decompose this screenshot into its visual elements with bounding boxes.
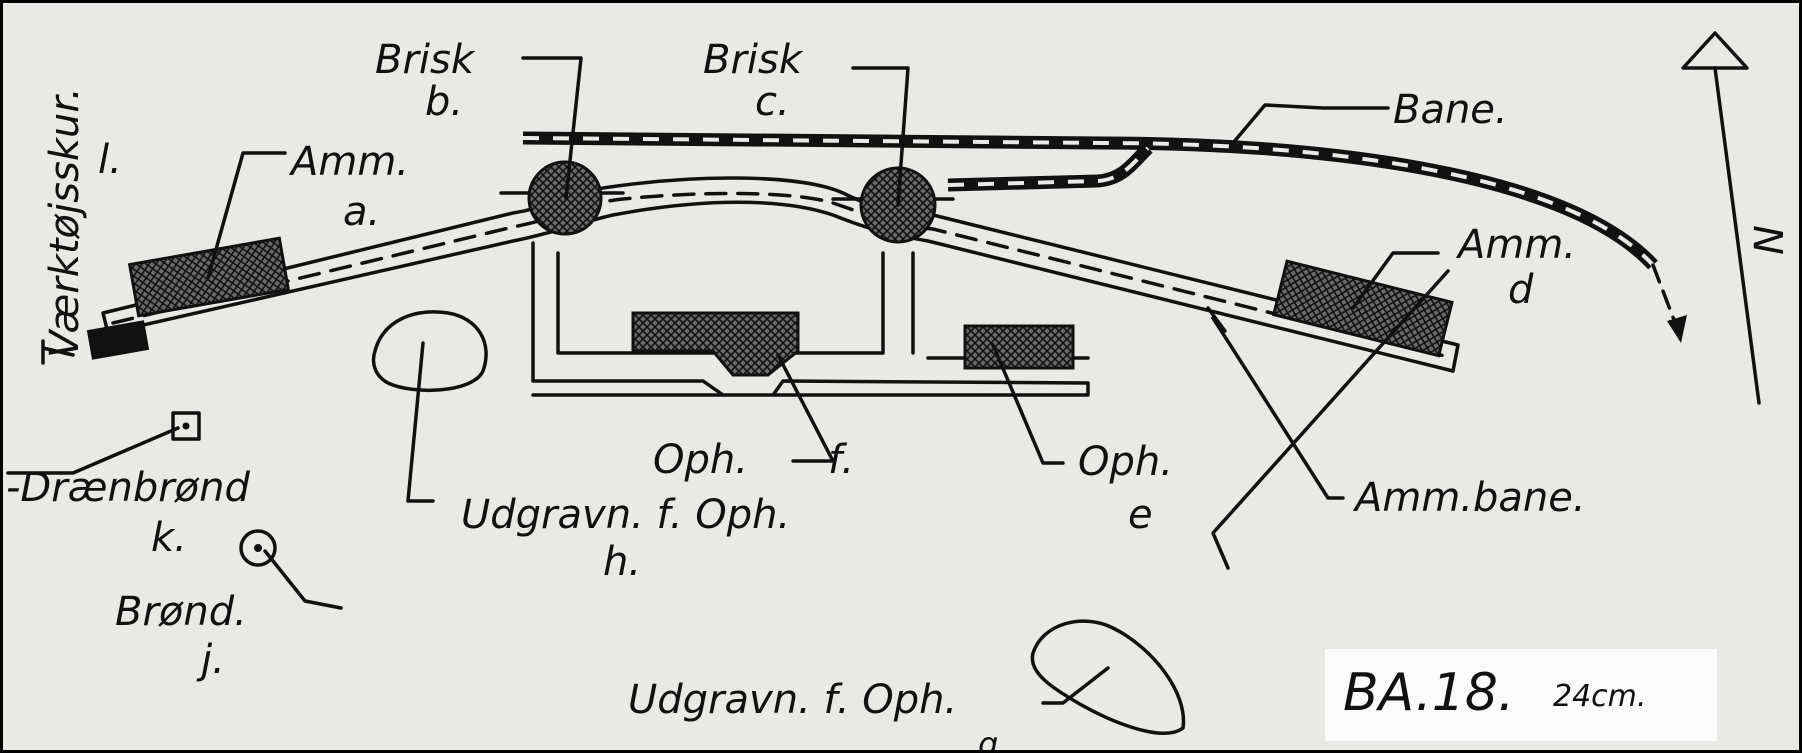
label-brond: Brønd. [115, 589, 247, 635]
label-udgravn-h: Udgravn. f. Oph. [461, 492, 790, 538]
label-draenbrond-id: k. [151, 515, 187, 561]
label-udgravn-g-id: g [978, 725, 998, 750]
label-amm-a: Amm. [288, 139, 409, 185]
stamp-size: 24cm. [1553, 679, 1647, 714]
leader-lines [6, 56, 1450, 705]
label-brisk-c-id: c. [755, 79, 790, 125]
label-vaerktojsskur-id: l. [98, 137, 122, 183]
label-vaerktojsskur: Værktøjsskur. [42, 87, 88, 358]
label-brisk-c: Brisk [703, 37, 804, 83]
drain-well-k [171, 411, 201, 441]
stamp-code: BA.18. [1343, 663, 1515, 723]
shelter-e [963, 324, 1075, 370]
label-bane: Bane. [1393, 87, 1508, 133]
railway-line [522, 131, 1687, 343]
excavation-g [1030, 619, 1186, 735]
label-oph-e: Oph. [1078, 439, 1173, 485]
label-north: N [1747, 225, 1793, 255]
site-plan-diagram: Værktøjsskur. l. Amm. a. Brisk b. Brisk … [6, 31, 1793, 750]
label-brond-id: j. [196, 637, 225, 683]
label-brisk-b-id: b. [425, 79, 463, 125]
label-amm-d: Amm. [1455, 222, 1576, 268]
label-draenbrond: -Drænbrønd [6, 465, 250, 511]
label-udgravn-h-id: h. [603, 539, 641, 585]
reference-stamp: BA.18. 24cm. [1325, 649, 1717, 741]
well-j [239, 529, 277, 567]
label-ammbane: Amm.bane. [1352, 475, 1586, 521]
paper-sheet: Værktøjsskur. l. Amm. a. Brisk b. Brisk … [3, 3, 1799, 750]
shelter-f [631, 311, 800, 377]
label-amm-d-id: d [1508, 267, 1534, 313]
ammo-store-d [1271, 259, 1454, 358]
label-brisk-b: Brisk [375, 37, 476, 83]
label-oph-f: Oph. [653, 437, 748, 483]
excavation-h [371, 310, 488, 392]
north-arrow [1681, 31, 1761, 405]
label-oph-e-id: e [1128, 492, 1153, 538]
label-oph-f-id: f. [828, 437, 854, 483]
label-udgravn-g: Udgravn. f. Oph. [628, 677, 957, 723]
label-amm-a-id: a. [343, 189, 380, 235]
